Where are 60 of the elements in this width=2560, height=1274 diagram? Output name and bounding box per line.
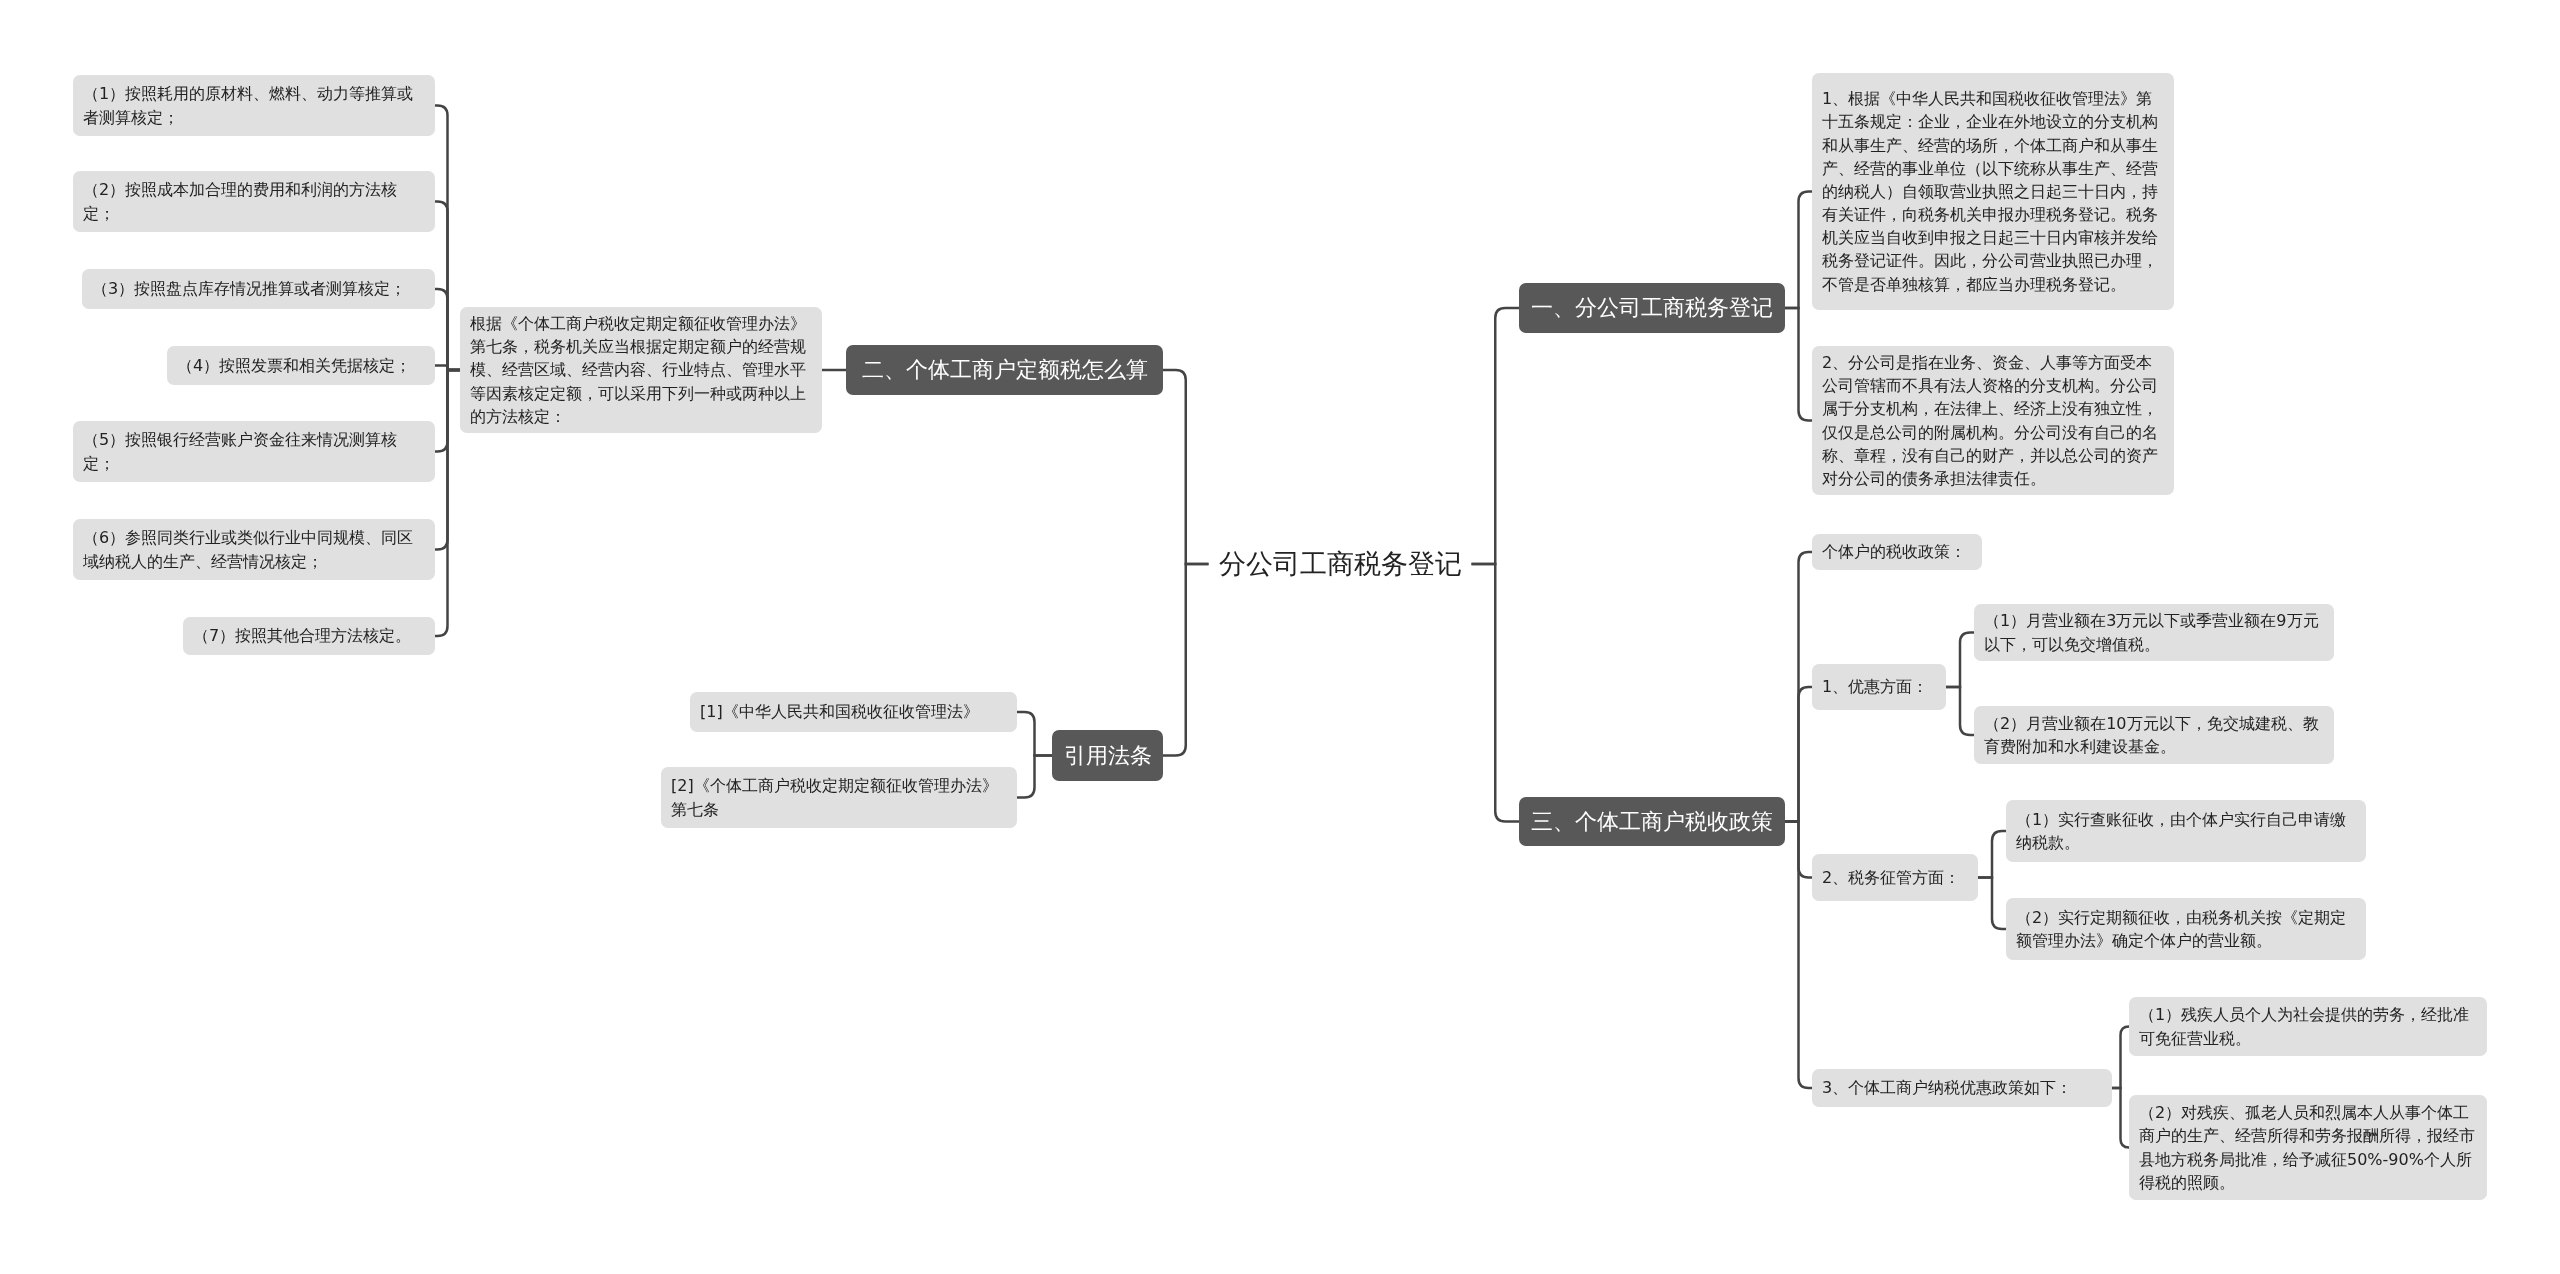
connector-line: [1017, 754, 1052, 799]
note-box: [2129, 1095, 2487, 1200]
note-box: [1974, 706, 2334, 764]
connector-line: [1471, 562, 1519, 823]
note-box: [82, 269, 435, 309]
note-text: （1）月营业额在3万元以下或季营业额在9万元以下，可以免交增值税。: [1984, 610, 2320, 656]
topic-label: 一、分公司工商税务登记: [1531, 294, 1773, 322]
note-box: [73, 421, 435, 482]
note-text: （2）实行定期额征收，由税务机关按《定期定额管理办法》确定个体户的营业额。: [2016, 906, 2348, 952]
note-box: [2006, 800, 2366, 862]
note-text: 1、根据《中华人民共和国税收征收管理法》第十五条规定：企业，企业在外地设立的分支机构和从事生产、经营的场所，个体工商户和从事生产、经营的事业单位（以下统称从事生产、经营的纳税人）自领取营业执照之日起三十日内，持有关证件，向税务机关申报办理税务登记。税务机关应当自收到申报之日起三十日内审核并发给税务登记证件。因此，分公司营业执照已办理，不管是否单独核算，都应当办理税务登记。: [1822, 88, 2159, 296]
note-box: [690, 692, 1017, 732]
topic-box: [846, 345, 1163, 395]
central-topic: 分公司工商税务登记: [1200, 543, 1480, 585]
note-box: [2129, 997, 2487, 1056]
note-text: （5）按照银行经营账户资金往来情况测算核定；: [83, 429, 399, 475]
topic-label: 三、个体工商户税收政策: [1531, 807, 1773, 836]
topic-label: 引用法条: [1063, 741, 1152, 770]
note-box: [1812, 73, 2174, 310]
connector-line: [435, 368, 460, 638]
note-box: [2006, 898, 2366, 960]
connector-line: [1978, 876, 2006, 931]
note-text: （1）实行查账征收，由个体户实行自己申请缴纳税款。: [2016, 808, 2348, 854]
note-text: 2、税务征管方面：: [1822, 866, 1961, 889]
note-box: [1812, 854, 1978, 901]
note-text: [2]《个体工商户税收定期定额征收管理办法》第七条: [671, 775, 999, 821]
note-text: 3、个体工商户纳税优惠政策如下：: [1822, 1077, 2073, 1100]
note-text: （7）按照其他合理方法核定。: [193, 625, 412, 648]
note-text: （3）按照盘点库存情况推算或者测算核定；: [92, 278, 407, 301]
note-text: [1]《中华人民共和国税收征收管理法》: [700, 701, 979, 724]
note-text: 2、分公司是指在业务、资金、人事等方面受本公司管辖而不具有法人资格的分支机构。分公司属于分支机构，在法律上、经济上没有独立性，仅仅是总公司的附属机构。分公司没有自己的名称、章程，没有自己的财产，并以总公司的资产对分公司的债务承担法律责任。: [1822, 351, 2159, 490]
topic-box: [1519, 283, 1785, 333]
note-text: 1、优惠方面：: [1822, 676, 1929, 699]
note-box: [167, 346, 435, 385]
note-box: [460, 307, 822, 433]
connector-line: [822, 368, 846, 372]
note-text: （4）按照发票和相关凭据核定；: [177, 354, 412, 377]
note-box: [73, 171, 435, 232]
note-text: （2）对残疾、孤老人员和烈属本人从事个体工商户的生产、经营所得和劳务报酬所得，报经市县地方税务局批准，给予减征50%-90%个人所得税的照顾。: [2139, 1102, 2476, 1194]
topic-box: [1519, 797, 1785, 846]
note-text: （2）月营业额在10万元以下，免交城建税、教育费附加和水利建设基金。: [1984, 712, 2320, 758]
note-box: [73, 75, 435, 136]
note-box: [1974, 604, 2334, 661]
note-box: [1812, 534, 1982, 570]
connector-line: [1946, 685, 1974, 737]
connector-line: [1163, 562, 1209, 757]
topic-box: [1052, 730, 1163, 781]
note-text: （2）按照成本加合理的费用和利润的方法核定；: [83, 179, 399, 225]
note-text: 个体户的税收政策：: [1822, 541, 1966, 564]
note-box: [1812, 1069, 2112, 1107]
connector-line: [2112, 1086, 2131, 1149]
note-text: （6）参照同类行业或类似行业中同规模、同区域纳税人的生产、经营情况核定；: [83, 527, 415, 573]
note-box: [661, 767, 1017, 828]
note-text: 根据《个体工商户税收定期定额征收管理办法》第七条，税务机关应当根据定期定额户的经营规模、经营区域、经营内容、行业特点、管理水平等因素核定定额，可以采用下列一种或两种以上的方法核定：: [470, 313, 807, 428]
note-box: [183, 617, 435, 655]
note-text: （1）残疾人员个人为社会提供的劳务，经批准可免征营业税。: [2139, 1004, 2471, 1050]
note-box: [73, 519, 435, 580]
topic-label: 二、个体工商户定额税怎么算: [861, 356, 1148, 384]
note-text: （1）按照耗用的原材料、燃料、动力等推算或者测算核定；: [83, 83, 415, 129]
note-box: [1812, 664, 1946, 710]
